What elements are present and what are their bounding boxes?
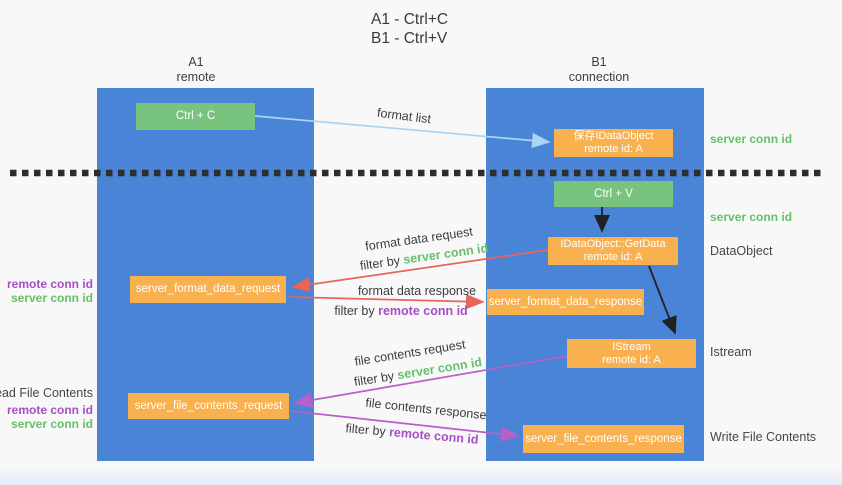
annotation-remote-conn-id-top: remote conn id [6,277,93,291]
node-server-file-contents-response-label: server_file_contents_response [525,432,682,445]
title-line-1: A1 - Ctrl+C [371,11,449,28]
edge-label-file-contents-response: file contents response [364,395,488,423]
node-server-format-data-response: server_format_data_response [487,289,644,315]
title-line-2: B1 - Ctrl+V [371,30,448,47]
node-idataobject-getdata: IDataObject::GetData remote id: A [548,237,678,265]
node-server-format-data-response-label: server_format_data_response [488,295,643,308]
diagram-title: A1 - Ctrl+C B1 - Ctrl+V [371,10,448,48]
lifeline-b1-name: B1 [591,55,607,69]
annotation-dataobject: DataObject [710,244,773,258]
node-istream-line1: IStream [612,340,651,353]
filter-prefix: filter by [359,252,405,273]
edge-filter-format-data-response: filter by remote conn id [334,304,467,318]
node-server-file-contents-request: server_file_contents_request [128,393,289,419]
annotation-server-conn-id-top: server conn id [710,132,793,146]
lifeline-header-a1: A1 remote [126,55,266,85]
annotation-server-conn-id-left-bottom: server conn id [10,417,93,431]
node-save-idataobject-line1: 保存IDataObject [573,130,654,142]
annotation-write-file-contents: Write File Contents [710,430,817,444]
node-ctrl-c-label: Ctrl + C [175,110,216,122]
annotation-server-conn-id-left-top: server conn id [10,291,93,305]
annotation-server-conn-id-mid: server conn id [710,210,793,224]
node-idataobject-getdata-line1: IDataObject::GetData [560,238,666,250]
edge-label-format-data-response: format data response [357,284,477,298]
annotation-read-file-contents: Read File Contents [0,386,93,400]
edge-label-format-list: format list [376,105,432,127]
lifeline-header-b1: B1 connection [529,55,669,85]
node-ctrl-v-label: Ctrl + V [594,187,633,200]
node-ctrl-c: Ctrl + C [136,103,255,130]
node-server-file-contents-request-label: server_file_contents_request [134,399,283,412]
node-server-format-data-request: server_format_data_request [130,276,286,303]
lifeline-a1-name: A1 [188,55,204,69]
annotation-remote-conn-id-bottom: remote conn id [6,403,93,417]
window-bottom-edge [0,465,842,485]
node-istream-line2: remote id: A [602,353,661,366]
filter-value-remote-conn-id: remote conn id [378,304,468,318]
lifeline-a1-subtitle: remote [176,70,216,84]
node-istream: IStream remote id: A [567,339,696,368]
node-server-format-data-request-label: server_format_data_request [135,283,281,295]
annotation-istream: Istream [710,345,752,359]
lifeline-b1-subtitle: connection [568,70,630,84]
filter-prefix: filter by [344,421,390,439]
node-save-idataobject: 保存IDataObject remote id: A [554,129,673,157]
filter-value-remote-conn-id: remote conn id [388,425,480,447]
filter-prefix: filter by [353,368,399,390]
node-idataobject-getdata-line2: remote id: A [583,251,643,263]
node-server-file-contents-response: server_file_contents_response [523,425,684,453]
filter-prefix: filter by [334,304,379,318]
edge-filter-file-contents-response: filter by remote conn id [345,421,479,447]
node-save-idataobject-line2: remote id: A [584,143,643,155]
node-ctrl-v: Ctrl + V [554,181,673,207]
